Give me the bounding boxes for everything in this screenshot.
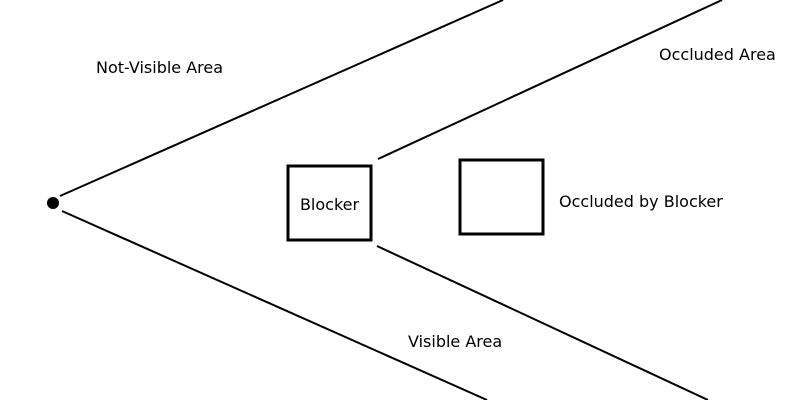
occluded-by-blocker-label: Occluded by Blocker xyxy=(559,192,723,211)
shadow-upper-ray xyxy=(377,0,723,160)
blocker-box xyxy=(286,164,373,242)
fov-lower-ray xyxy=(61,210,488,400)
visible-area-label: Visible Area xyxy=(408,332,502,351)
occluded-box xyxy=(458,158,545,236)
blocker-label: Blocker xyxy=(300,195,360,214)
occluded-area-label: Occluded Area xyxy=(659,45,776,64)
shadow-lower-ray xyxy=(376,245,709,400)
fov-upper-ray xyxy=(59,0,504,197)
viewer-point xyxy=(47,197,59,209)
not-visible-area-label: Not-Visible Area xyxy=(96,58,223,77)
